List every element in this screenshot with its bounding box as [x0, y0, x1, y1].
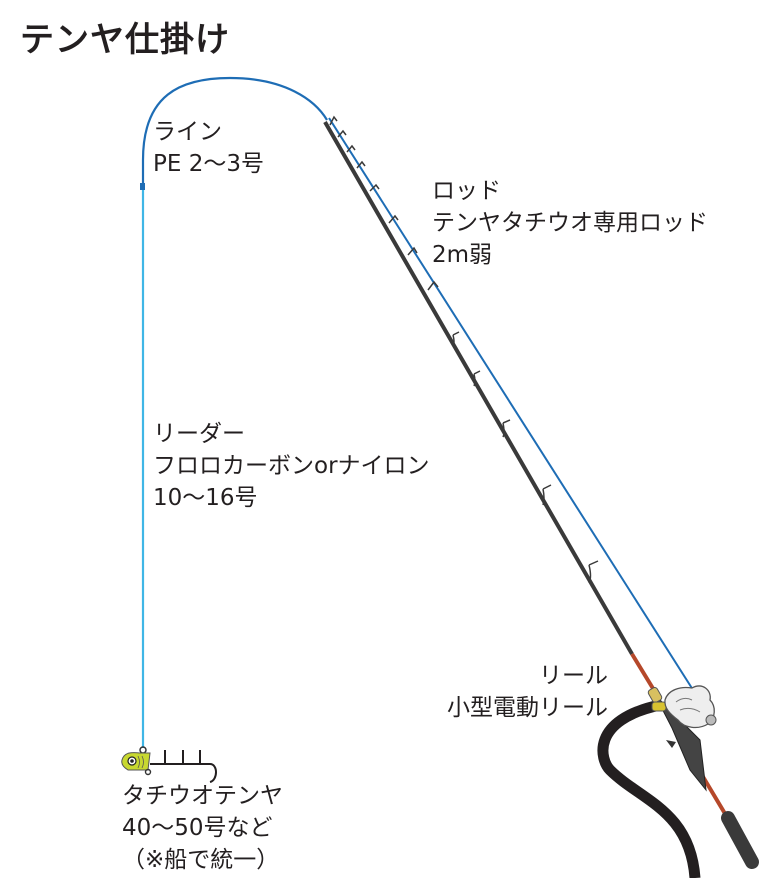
rod-guides [329, 115, 599, 584]
line-label: ライン PE 2〜3号 [153, 116, 264, 180]
rod-label: ロッド テンヤタチウオ専用ロッド 2m弱 [432, 175, 708, 271]
rod-type: テンヤタチウオ専用ロッド [432, 210, 708, 236]
tenya-label: タチウオテンヤ 40〜50号など （※船で統一） [122, 780, 283, 876]
pe-line [141, 76, 328, 186]
rod-length: 2m弱 [432, 242, 493, 268]
rod-name: ロッド [432, 178, 501, 204]
leader-label: リーダー フロロカーボンorナイロン 10〜16号 [153, 418, 430, 514]
leader-size: 10〜16号 [153, 485, 258, 511]
rod-blank [323, 121, 634, 655]
tenya-note: （※船で統一） [122, 847, 280, 873]
leader-name: リーダー [153, 421, 245, 447]
diagram-title: テンヤ仕掛け [20, 20, 230, 60]
line-spec: PE 2〜3号 [153, 151, 264, 177]
tenya-name: タチウオテンヤ [122, 783, 283, 809]
tenya-jig-icon [121, 746, 217, 783]
tenya-size: 40〜50号など [122, 815, 273, 841]
reel-label: リール 小型電動リール [447, 660, 608, 724]
line-name: ライン [153, 119, 222, 145]
pe-line-along-rod [328, 117, 696, 694]
reel-power-cord [597, 699, 701, 878]
reel-name: リール [539, 663, 608, 689]
leader-material: フロロカーボンorナイロン [153, 453, 430, 479]
electric-reel [647, 685, 717, 792]
knot-icon [140, 183, 145, 190]
rod-grip [721, 811, 759, 869]
reel-type: 小型電動リール [447, 695, 608, 721]
